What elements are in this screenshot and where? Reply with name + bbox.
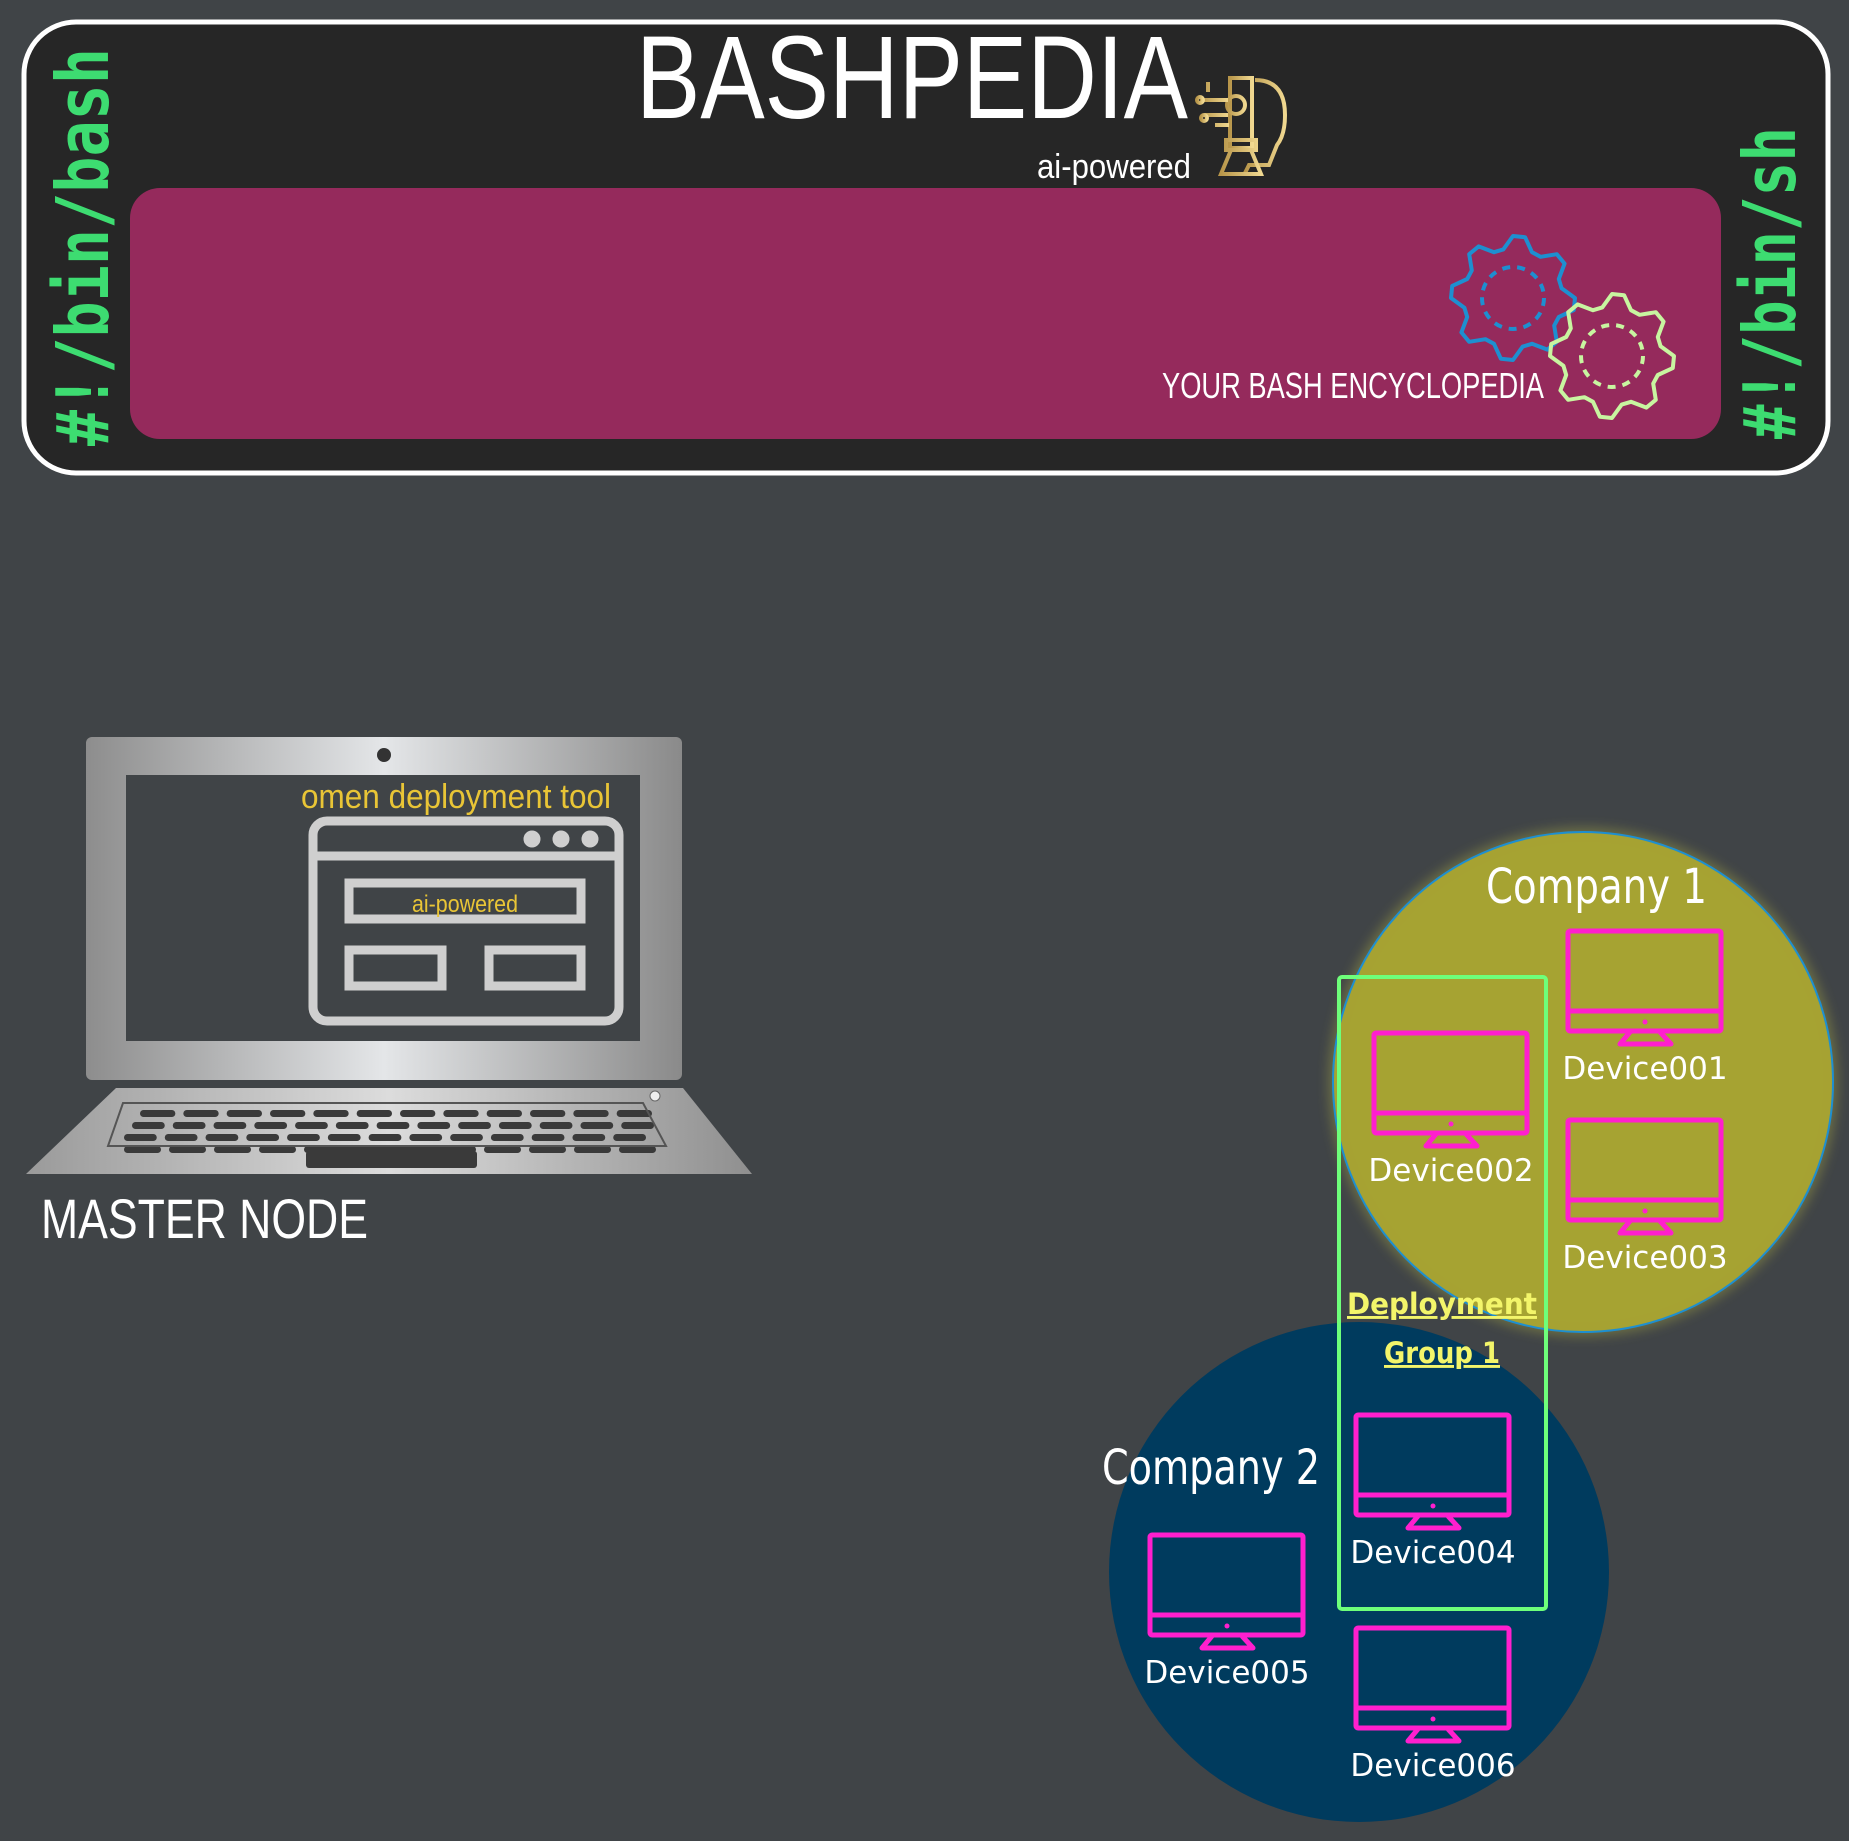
monitor-icon	[1565, 1117, 1724, 1236]
keyboard-key	[409, 1134, 443, 1141]
keyboard-key	[376, 1122, 410, 1129]
keyboard-key	[270, 1110, 306, 1117]
device-label: Device001	[1562, 1051, 1727, 1087]
keyboard-key	[132, 1122, 165, 1129]
header-tagline: YOUR BASH ENCYCLOPEDIA	[1162, 365, 1544, 406]
devices: Device001Device002Device003Device004Devi…	[1144, 928, 1728, 1784]
keyboard-key	[287, 1134, 320, 1141]
keyboard-key	[246, 1134, 280, 1141]
device-label: Device003	[1562, 1240, 1727, 1276]
device-4[interactable]: Device004	[1350, 1412, 1516, 1571]
device-label: Device006	[1350, 1748, 1515, 1784]
keyboard-key	[573, 1110, 609, 1117]
keyboard-key	[205, 1134, 239, 1141]
device-6[interactable]: Device006	[1350, 1625, 1516, 1784]
header-title: BASHPEDIA	[636, 12, 1188, 144]
keyboard-key	[619, 1146, 656, 1153]
keyboard-key	[498, 1122, 532, 1129]
device-5[interactable]: Device005	[1144, 1532, 1310, 1691]
device-2[interactable]: Device002	[1368, 1030, 1534, 1189]
device-3[interactable]: Device003	[1562, 1117, 1728, 1276]
keyboard-key	[356, 1110, 392, 1117]
monitor-icon	[1371, 1030, 1530, 1149]
keyboard-key	[140, 1110, 176, 1117]
keyboard-key	[169, 1146, 206, 1153]
keyboard-key	[539, 1122, 573, 1129]
header-banner: BASHPEDIA ai-powered YOUR BASH ENCYCLOPE…	[21, 12, 1831, 476]
window-field-label: ai-powered	[412, 891, 518, 918]
ai-head-circuit-icon	[1195, 76, 1288, 176]
keyboard-key	[572, 1134, 606, 1141]
keyboard-key	[400, 1110, 436, 1117]
keyboard-key	[417, 1122, 451, 1129]
keyboard-key	[164, 1134, 198, 1141]
keyboard	[124, 1110, 656, 1153]
keyboard-key	[335, 1122, 369, 1129]
keyboard-key	[124, 1146, 161, 1153]
keyboard-key	[313, 1110, 349, 1117]
monitor-icon	[1565, 928, 1724, 1047]
app-window-icon	[308, 816, 624, 1026]
keyboard-key	[226, 1110, 262, 1117]
keyboard-key	[621, 1122, 654, 1129]
keyboard-key	[574, 1146, 611, 1153]
header-subtitle: ai-powered	[1037, 148, 1191, 186]
master-node-label: MASTER NODE	[41, 1187, 368, 1250]
screen-title: omen deployment tool	[301, 778, 611, 816]
device-label: Device002	[1368, 1153, 1533, 1189]
keyboard-key	[172, 1122, 206, 1129]
device-label: Device005	[1144, 1655, 1309, 1691]
device-1[interactable]: Device001	[1562, 928, 1728, 1087]
keyboard-key	[124, 1134, 157, 1141]
device-label: Device004	[1350, 1535, 1515, 1571]
keyboard-key	[450, 1134, 483, 1141]
keyboard-key	[530, 1110, 566, 1117]
company-2-zone	[1109, 1322, 1609, 1822]
laptop-base	[26, 1088, 752, 1174]
keyboard-key	[616, 1110, 652, 1117]
monitor-icon	[1353, 1412, 1512, 1531]
keyboard-key	[580, 1122, 614, 1129]
keyboard-key	[213, 1122, 247, 1129]
gears-icon	[1449, 234, 1676, 420]
webcam	[377, 748, 391, 762]
deployment-group-label-line1: Deployment	[1347, 1287, 1537, 1321]
keyboard-key	[486, 1110, 522, 1117]
company-2-label: Company 2	[1102, 1440, 1320, 1496]
deployment-group-label-line2: Group 1	[1384, 1336, 1500, 1370]
keyboard-key	[295, 1122, 328, 1129]
keyboard-key	[613, 1134, 646, 1141]
deployment-group-box[interactable]	[1337, 975, 1548, 1611]
master-node-laptop[interactable]: omen deployment tool ai-powered	[26, 737, 752, 1174]
company-1-label: Company 1	[1486, 859, 1707, 915]
keyboard-key	[214, 1146, 251, 1153]
keyboard-key	[529, 1146, 566, 1153]
right-shebang: #!/bin/sh	[1728, 127, 1812, 439]
keyboard-key	[490, 1134, 524, 1141]
keyboard-key	[531, 1134, 565, 1141]
trackpad	[306, 1151, 477, 1168]
keyboard-key	[183, 1110, 219, 1117]
keyboard-key	[327, 1134, 361, 1141]
monitor-icon	[1147, 1532, 1306, 1651]
keyboard-key	[259, 1146, 296, 1153]
monitor-icon	[1353, 1625, 1512, 1744]
company-1-zone	[1332, 831, 1834, 1333]
keyboard-key	[484, 1146, 521, 1153]
keyboard-key	[254, 1122, 288, 1129]
keyboard-key	[443, 1110, 479, 1117]
banner-panel	[130, 188, 1721, 439]
keyboard-key	[368, 1134, 402, 1141]
left-shebang: #!/bin/bash	[41, 48, 125, 446]
keyboard-key	[458, 1122, 491, 1129]
